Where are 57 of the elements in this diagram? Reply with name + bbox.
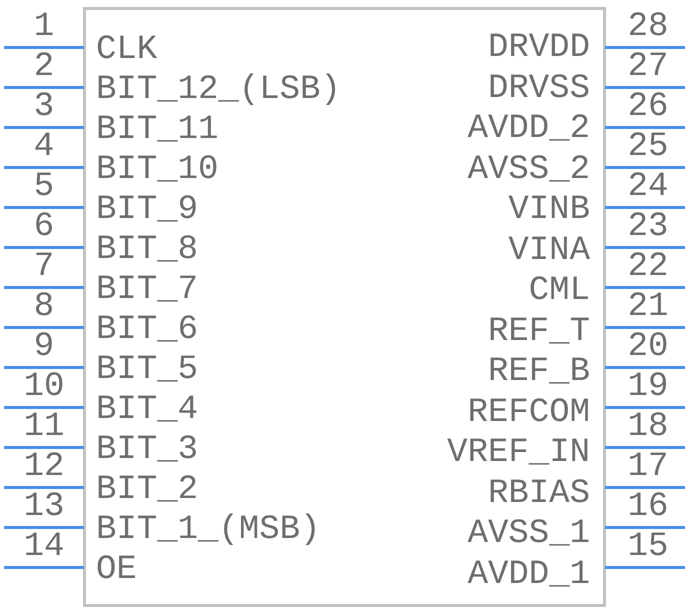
pin-name: DRVDD — [488, 31, 590, 65]
pin-number: 18 — [626, 410, 670, 444]
pin-name: REF_T — [488, 314, 590, 348]
pin-name: BIT_1_(MSB) — [96, 513, 320, 547]
pin-number: 17 — [626, 450, 670, 484]
pin-name: AVSS_1 — [468, 517, 590, 551]
pin-number: 5 — [32, 170, 56, 204]
pin-number: 27 — [626, 50, 670, 84]
pin-name: VREF_IN — [447, 436, 590, 470]
pin-name: BIT_5 — [96, 353, 198, 387]
pin-number: 16 — [626, 490, 670, 524]
pin-name: RBIAS — [488, 476, 590, 510]
pin-number: 3 — [32, 90, 56, 124]
pin-name: BIT_12_(LSB) — [96, 73, 341, 107]
pin-number: 8 — [32, 290, 56, 324]
pin-number: 26 — [626, 90, 670, 124]
pin-number: 1 — [32, 10, 56, 44]
pin-name: BIT_4 — [96, 393, 198, 427]
pin-number: 25 — [626, 130, 670, 164]
pin-name: AVDD_2 — [468, 112, 590, 146]
pin-name: BIT_2 — [96, 473, 198, 507]
pin-name: BIT_8 — [96, 233, 198, 267]
pin-name: AVDD_1 — [468, 558, 590, 592]
pin-number: 22 — [626, 250, 670, 284]
pin-name: REFCOM — [468, 396, 590, 430]
pin-number: 10 — [22, 370, 66, 404]
pin-name: OE — [96, 553, 137, 587]
pin-number: 9 — [32, 330, 56, 364]
pin-name: BIT_9 — [96, 193, 198, 227]
pin-number: 23 — [626, 210, 670, 244]
pin-name: DRVSS — [488, 72, 590, 106]
pin-name: BIT_6 — [96, 313, 198, 347]
pin-number: 2 — [32, 50, 56, 84]
pin-name: BIT_3 — [96, 433, 198, 467]
pin-number: 13 — [22, 490, 66, 524]
pin-name: CML — [528, 274, 590, 308]
pin-name: BIT_10 — [96, 153, 218, 187]
pin-number: 6 — [32, 210, 56, 244]
pin-number: 21 — [626, 290, 670, 324]
pin-number: 15 — [626, 530, 670, 564]
pin-number: 11 — [22, 410, 66, 444]
pin-number: 20 — [626, 330, 670, 364]
chip-body — [83, 7, 606, 607]
pin-number: 4 — [32, 130, 56, 164]
pin-number: 7 — [32, 250, 56, 284]
pin-number: 14 — [22, 530, 66, 564]
pin-number: 24 — [626, 170, 670, 204]
pin-name: REF_B — [488, 355, 590, 389]
pin-name: BIT_7 — [96, 273, 198, 307]
pin-name: CLK — [96, 33, 158, 67]
pin-name: VINA — [508, 234, 590, 268]
pin-name: VINB — [508, 193, 590, 227]
pin-number: 19 — [626, 370, 670, 404]
pin-number: 28 — [626, 10, 670, 44]
pin-name: AVSS_2 — [468, 152, 590, 186]
pin-number: 12 — [22, 450, 66, 484]
pin-name: BIT_11 — [96, 113, 218, 147]
